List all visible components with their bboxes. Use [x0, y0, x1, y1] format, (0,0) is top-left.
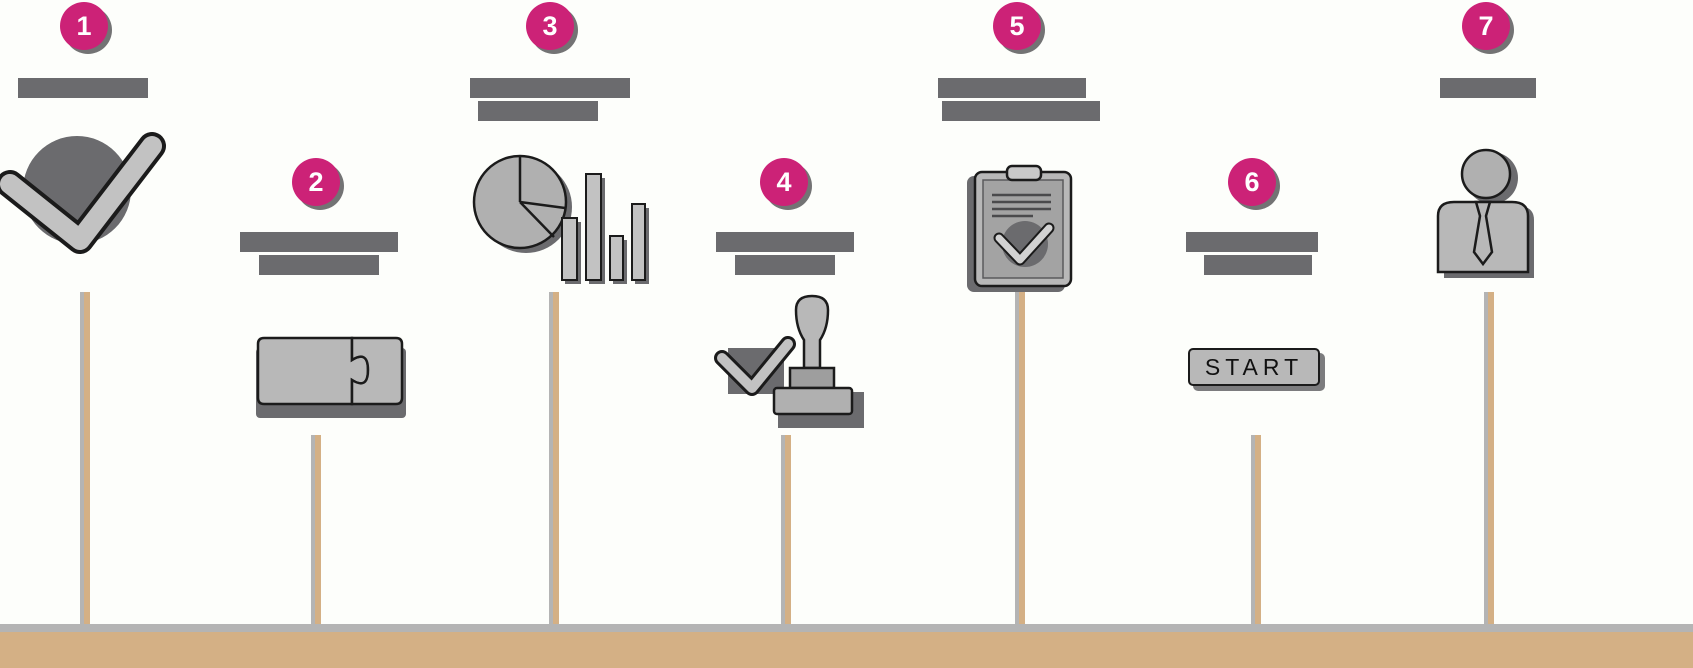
- step-stem-2: [311, 435, 321, 632]
- redacted-text-bar: [735, 255, 835, 275]
- step-badge-number: 6: [1244, 166, 1260, 197]
- step-stem-5: [1015, 292, 1025, 632]
- step-badge-number: 1: [76, 10, 92, 41]
- step-badge-2[interactable]: 2: [292, 158, 340, 206]
- step-label-redacted-1: [18, 78, 148, 101]
- redacted-text-bar: [1204, 255, 1312, 275]
- stem-pole: [315, 435, 321, 632]
- puzzle-piece-icon: [248, 336, 413, 421]
- step-label-redacted-3: [470, 78, 630, 124]
- step-stem-6: [1251, 435, 1261, 632]
- redacted-text-bar: [938, 78, 1086, 98]
- step-badge-number: 5: [1009, 10, 1025, 41]
- step-stem-7: [1484, 292, 1494, 632]
- redacted-text-bar: [716, 232, 854, 252]
- redacted-text-bar: [942, 101, 1100, 121]
- step-badge-3[interactable]: 3: [526, 2, 574, 50]
- step-badge-number: 4: [776, 166, 792, 197]
- step-stem-3: [549, 292, 559, 632]
- business-person-icon: [1432, 148, 1550, 278]
- step-badge-1[interactable]: 1: [60, 2, 108, 50]
- clipboard-check-icon: [963, 164, 1081, 293]
- step-badge-number: 2: [308, 166, 324, 197]
- stem-shadow: [1251, 435, 1255, 632]
- stem-shadow: [80, 292, 84, 632]
- stem-pole: [785, 435, 791, 632]
- stem-pole: [1488, 292, 1494, 632]
- redacted-text-bar: [1186, 232, 1318, 252]
- step-stem-4: [781, 435, 791, 632]
- stem-shadow: [549, 292, 553, 632]
- step-label-redacted-5: [938, 78, 1100, 124]
- stem-pole: [84, 292, 90, 632]
- step-label-redacted-6: [1186, 232, 1318, 278]
- step-badge-4[interactable]: 4: [760, 158, 808, 206]
- step-label-redacted-2: [240, 232, 398, 278]
- check-circle-icon: [0, 128, 172, 254]
- stem-shadow: [1015, 292, 1019, 632]
- redacted-text-bar: [478, 101, 598, 121]
- stem-pole: [1019, 292, 1025, 632]
- redacted-text-bar: [259, 255, 379, 275]
- stem-shadow: [1484, 292, 1488, 632]
- step-label-redacted-4: [716, 232, 854, 278]
- ground-shadow: [0, 624, 1693, 632]
- ground-bar: [0, 632, 1693, 668]
- redacted-text-bar: [18, 78, 148, 98]
- redacted-text-bar: [470, 78, 630, 98]
- start-button-label: START: [1204, 353, 1304, 380]
- stem-pole: [1255, 435, 1261, 632]
- stem-pole: [553, 292, 559, 632]
- step-badge-6[interactable]: 6: [1228, 158, 1276, 206]
- stem-shadow: [311, 435, 315, 632]
- redacted-text-bar: [240, 232, 398, 252]
- stem-shadow: [781, 435, 785, 632]
- pie-bar-chart-icon: [470, 152, 649, 292]
- step-stem-1: [80, 292, 90, 632]
- approval-stamp-icon: [714, 292, 871, 437]
- start-button-icon[interactable]: START: [1188, 348, 1320, 386]
- step-badge-number: 7: [1478, 10, 1494, 41]
- redacted-text-bar: [1440, 78, 1536, 98]
- step-badge-7[interactable]: 7: [1462, 2, 1510, 50]
- step-badge-5[interactable]: 5: [993, 2, 1041, 50]
- step-label-redacted-7: [1440, 78, 1536, 101]
- step-badge-number: 3: [542, 10, 558, 41]
